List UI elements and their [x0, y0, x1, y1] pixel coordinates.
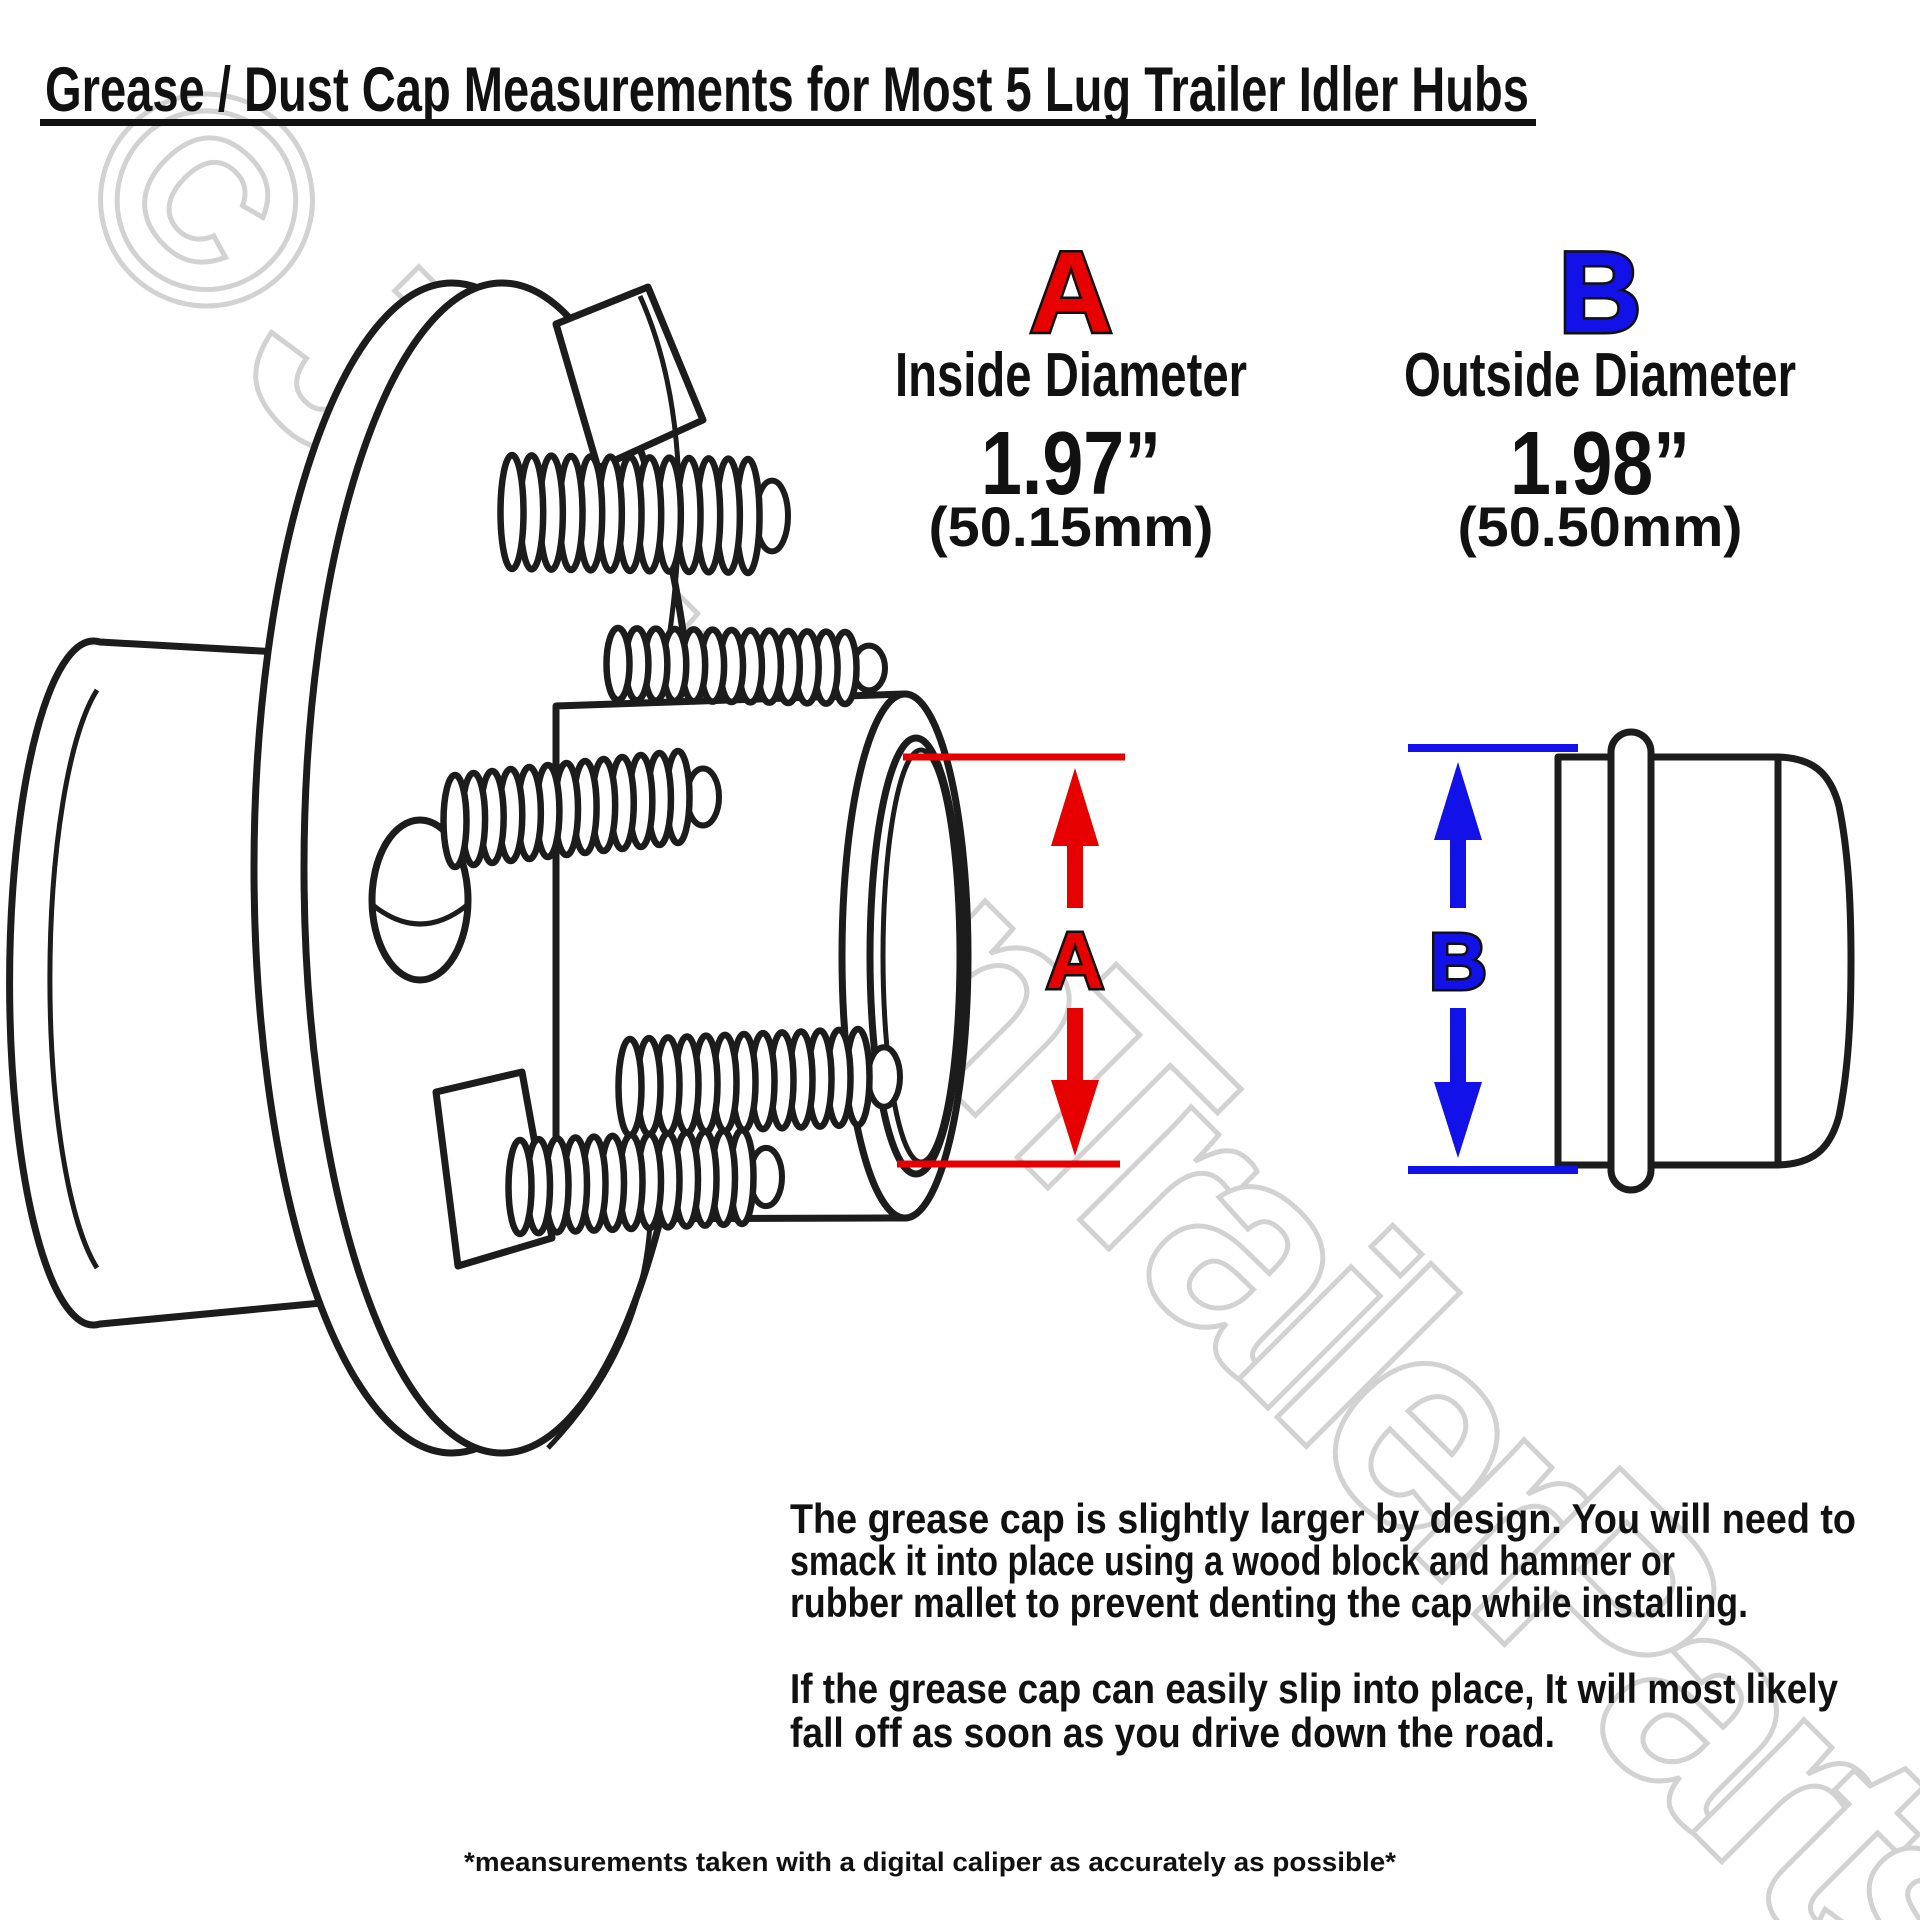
- install-note-paragraph-2: If the grease cap can easily slip into p…: [790, 1665, 1839, 1756]
- dim-a-arrowhead-down: [1051, 1080, 1099, 1156]
- dim-a-shaft-top: [1067, 842, 1083, 908]
- title-underline: [40, 119, 1536, 126]
- dim-b-arrowhead-down: [1434, 1082, 1482, 1158]
- column-a-label: Inside Diameter: [895, 341, 1247, 410]
- wheel-stud-4: [615, 1025, 903, 1139]
- install-note-paragraph-1: The grease cap is slightly larger by des…: [790, 1495, 1856, 1626]
- column-a-mm: (50.15mm): [929, 495, 1214, 558]
- note1-line3: rubber mallet to prevent denting the cap…: [790, 1579, 1748, 1626]
- note2-line1: If the grease cap can easily slip into p…: [790, 1665, 1839, 1712]
- dim-b-shaft-top: [1450, 836, 1466, 908]
- column-a-inches: 1.97”: [981, 414, 1161, 514]
- grease-cap-illustration: [1554, 728, 1855, 1194]
- cap-ring: [1607, 728, 1655, 1194]
- note1-line2: smack it into place using a wood block a…: [790, 1537, 1675, 1584]
- column-b-inches: 1.98”: [1510, 414, 1690, 514]
- wheel-stud-1: [497, 451, 791, 577]
- page-title: Grease / Dust Cap Measurements for Most …: [45, 55, 1529, 125]
- wheel-studs: [440, 451, 903, 1238]
- caliper-footnote: *meansurements taken with a digital cali…: [464, 1847, 1396, 1877]
- dimension-a-annotation: A: [897, 753, 1125, 1168]
- column-b-label: Outside Diameter: [1404, 341, 1796, 410]
- lug-seat-top: [552, 283, 707, 472]
- grease-seal-dome: [368, 816, 472, 984]
- column-a-letter: A: [1029, 229, 1112, 357]
- dim-a-arrowhead-up: [1051, 768, 1099, 846]
- dim-b-letter: B: [1429, 917, 1487, 1006]
- dim-b-arrowhead-up: [1434, 762, 1482, 840]
- dim-b-shaft-bottom: [1450, 1008, 1466, 1084]
- wheel-stud-5: [505, 1126, 785, 1238]
- wheel-stud-2: [603, 624, 888, 708]
- flange-cheek-line-top: [637, 294, 682, 646]
- grease-seal-dome-line: [372, 904, 468, 927]
- column-b-mm: (50.50mm): [1458, 495, 1743, 558]
- dim-a-letter: A: [1046, 916, 1104, 1005]
- note2-line2: fall off as soon as you drive down the r…: [790, 1709, 1555, 1756]
- dim-a-shaft-bottom: [1067, 1008, 1083, 1086]
- cap-body: [1554, 753, 1782, 1169]
- cap-dome: [1774, 753, 1855, 1169]
- wheel-stud-3: [440, 747, 722, 871]
- dimension-b-annotation: B: [1408, 744, 1578, 1174]
- note1-line1: The grease cap is slightly larger by des…: [790, 1495, 1856, 1542]
- flange-cheek-line-bottom: [546, 1223, 653, 1450]
- hub-illustration: [6, 279, 972, 1457]
- column-b-letter: B: [1558, 229, 1641, 357]
- hub-rear-cylinder-contour: [47, 688, 100, 1270]
